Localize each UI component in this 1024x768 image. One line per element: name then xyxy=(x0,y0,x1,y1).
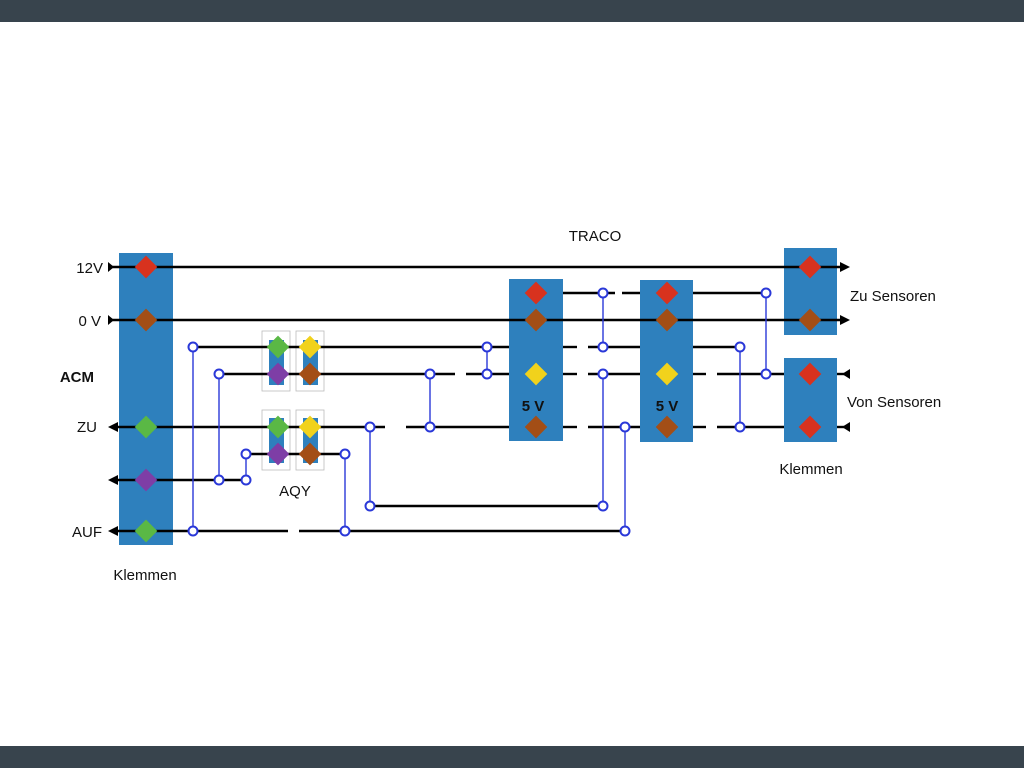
label-traco1-voltage: 5 V xyxy=(522,398,545,415)
bottom-frame-bar xyxy=(0,746,1024,768)
label-0v: 0 V xyxy=(78,313,101,330)
wire-auf xyxy=(108,526,625,536)
label-von-sensoren: Von Sensoren xyxy=(847,394,941,411)
label-traco2-voltage: 5 V xyxy=(656,398,679,415)
label-12v: 12V xyxy=(76,260,103,277)
label-acm: ACM xyxy=(60,369,94,386)
top-frame-bar xyxy=(0,0,1024,22)
label-zu: ZU xyxy=(77,419,97,436)
label-klemmen-right: Klemmen xyxy=(779,461,842,478)
wire-row-374 xyxy=(219,369,850,379)
terminal-diamonds xyxy=(134,255,822,543)
traco-2-block xyxy=(640,280,693,442)
label-traco: TRACO xyxy=(569,228,622,245)
wire-0v xyxy=(108,315,850,325)
jumpers xyxy=(192,293,767,531)
label-auf: AUF xyxy=(72,524,102,541)
label-klemmen-left: Klemmen xyxy=(113,567,176,584)
wire-zu xyxy=(108,422,850,432)
aqy-relay-1 xyxy=(261,330,325,392)
label-zu-sensoren: Zu Sensoren xyxy=(850,288,936,305)
junction-nodes xyxy=(187,287,772,537)
aqy-relay-2 xyxy=(261,409,325,471)
traco-1-block xyxy=(509,279,563,441)
label-aqy: AQY xyxy=(279,483,311,500)
klemmen-left-block xyxy=(119,253,173,545)
wire-12v xyxy=(108,262,850,272)
